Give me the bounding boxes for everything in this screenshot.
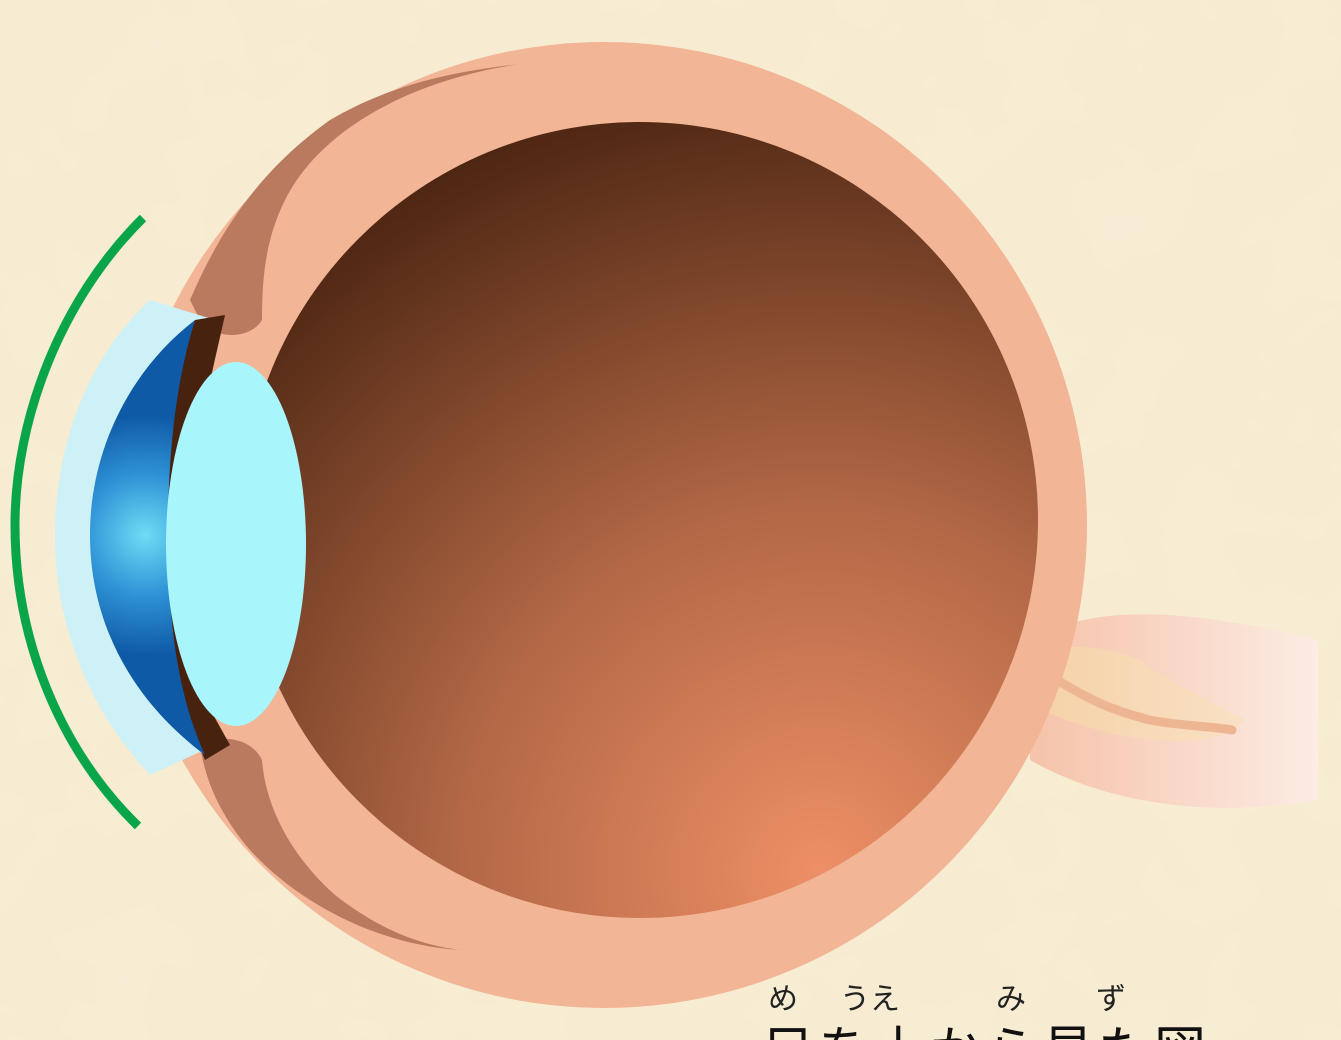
- crystalline-lens: [166, 362, 306, 726]
- vitreous-chamber: [242, 122, 1038, 918]
